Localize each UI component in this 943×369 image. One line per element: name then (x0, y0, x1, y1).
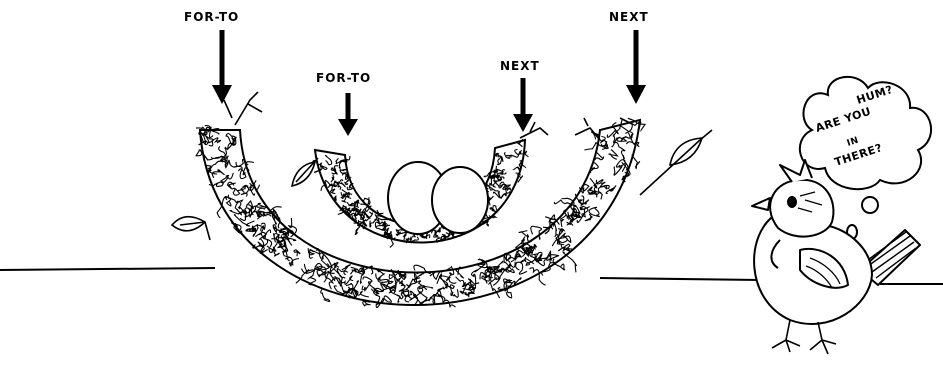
label-outer-for-to: FOR-TO (184, 10, 239, 24)
eggs (388, 162, 488, 234)
arrow-inner-left (338, 93, 358, 136)
egg-right (432, 167, 488, 233)
arrow-outer-right (626, 30, 646, 104)
bird-beak (752, 198, 770, 210)
bird-eye (788, 197, 796, 207)
bird-head (770, 180, 833, 237)
label-inner-next: NEXT (500, 59, 540, 73)
bird-crest (780, 160, 812, 182)
bird-legs (772, 320, 836, 354)
bird (752, 160, 920, 354)
label-inner-for-to: FOR-TO (316, 71, 371, 85)
label-outer-next: NEXT (609, 10, 649, 24)
arrow-inner-right (513, 78, 533, 132)
thought-dot-large (862, 197, 878, 213)
arrows (212, 30, 646, 136)
twig-left (224, 92, 262, 125)
arrow-outer-left (212, 30, 232, 104)
